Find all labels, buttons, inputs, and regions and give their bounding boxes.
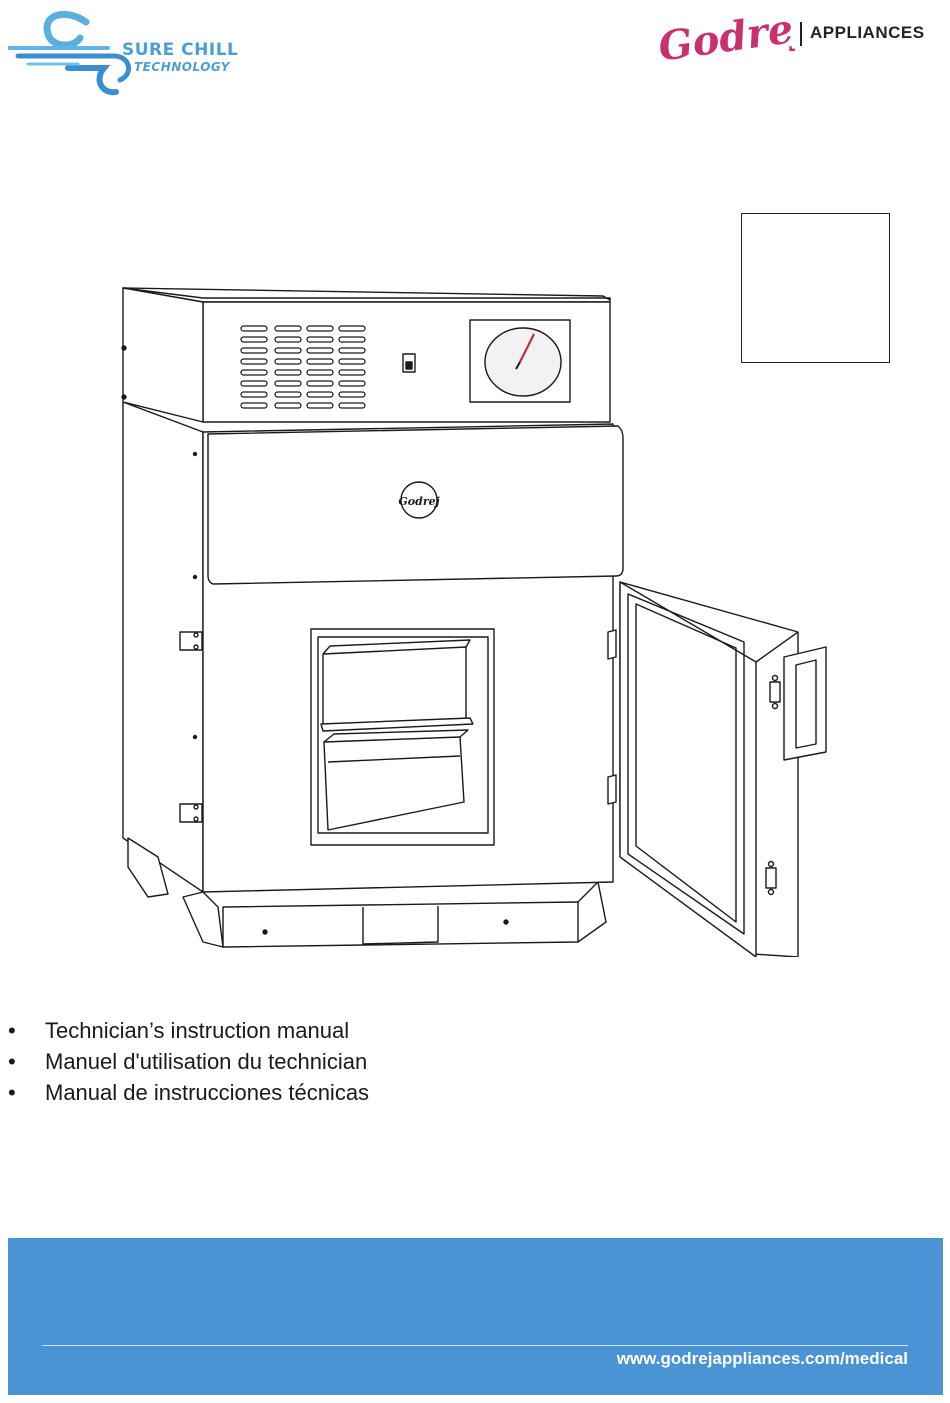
bullet-icon: • (8, 1046, 45, 1077)
list-item: •Technician’s instruction manual (8, 1015, 369, 1046)
list-item-text: Manuel d'utilisation du technician (45, 1049, 367, 1074)
footer-band (8, 1238, 943, 1395)
footer-website-link[interactable]: www.godrejappliances.com/medical (617, 1349, 908, 1369)
brand-division-label: APPLIANCES (810, 23, 925, 43)
bullet-icon: • (8, 1077, 45, 1108)
list-item: •Manuel d'utilisation du technician (8, 1046, 369, 1077)
surechill-logo-line1: SURE CHILL (122, 40, 238, 60)
list-item: •Manual de instrucciones técnicas (8, 1077, 369, 1108)
footer-divider (42, 1345, 908, 1346)
svg-text:Godrej: Godrej (656, 5, 795, 71)
surechill-logo-line2: TECHNOLOGY (134, 60, 230, 74)
godrej-logo: Godrej (655, 5, 795, 75)
list-item-text: Manual de instrucciones técnicas (45, 1080, 369, 1105)
fridge-illustration: Godrej (108, 282, 838, 957)
door-logo: Godrej (398, 495, 439, 508)
list-item-text: Technician’s instruction manual (45, 1018, 349, 1043)
manual-language-list: •Technician’s instruction manual •Manuel… (8, 1015, 369, 1108)
bullet-icon: • (8, 1015, 45, 1046)
brand-divider (800, 22, 802, 46)
